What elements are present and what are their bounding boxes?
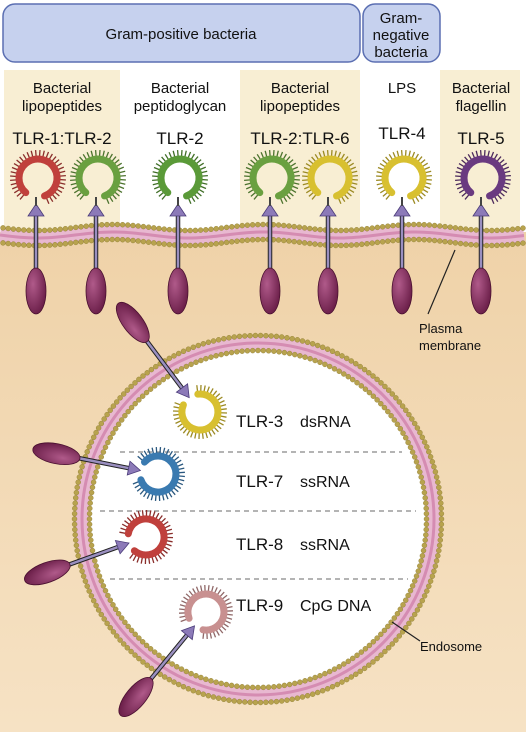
- receptor-tlr3: [115, 301, 228, 440]
- receptor-label-tlr1-tlr2: TLR-1:TLR-2: [12, 129, 111, 148]
- plasma-membrane-label-line2: membrane: [419, 338, 481, 353]
- endosome: [71, 332, 445, 706]
- gram-negative-label-line3: bacteria: [374, 44, 428, 61]
- endo-ligand-ssrna-1: ssRNA: [300, 474, 350, 491]
- receptor-tlr-5-1: [455, 150, 511, 315]
- receptor-tlr-1-tlr-2-1-ectodomain: [10, 150, 66, 205]
- receptor-tlr-2-tlr-6-2: [302, 150, 358, 315]
- receptor-tlr7: [32, 442, 185, 501]
- plasma-membrane-label-line1: Plasma: [419, 321, 463, 336]
- endo-receptor-tlr7: TLR-7: [236, 472, 283, 491]
- receptors: [10, 150, 511, 717]
- receptor-tlr-4-1-ectodomain: [376, 150, 432, 205]
- receptor-label-tlr2: TLR-2: [156, 129, 203, 148]
- receptor-tlr-5-1-ectodomain: [455, 150, 511, 205]
- ligand-label-1-line2: lipopeptides: [22, 98, 102, 115]
- column-bg-lipopeptides-1: [4, 70, 120, 230]
- gram-negative-label-line2: negative: [373, 27, 430, 44]
- plasma-membrane-pointer: [427, 249, 456, 315]
- endosome-pointer: [391, 621, 421, 642]
- plasma-membrane: [0, 221, 526, 249]
- ligand-label-2-line2: peptidoglycan: [134, 98, 227, 115]
- ligand-label-1-line1: Bacterial: [33, 80, 91, 97]
- receptor-tlr-1-tlr-2-1: [10, 150, 66, 315]
- endo-receptor-tlr3: TLR-3: [236, 412, 283, 431]
- receptor-tlr-1-tlr-2-2: [70, 150, 126, 315]
- ligand-label-4: LPS: [388, 80, 416, 97]
- ligand-label-5-line2: flagellin: [456, 98, 507, 115]
- receptor-tlr8: [24, 509, 174, 586]
- ligand-label-2-line1: Bacterial: [151, 80, 209, 97]
- gram-positive-label: Gram-positive bacteria: [106, 26, 258, 43]
- receptor-label-tlr4: TLR-4: [378, 124, 425, 143]
- ligand-label-3-line1: Bacterial: [271, 80, 329, 97]
- receptor-tlr-1-tlr-2-2-ectodomain: [70, 150, 126, 205]
- receptor-tlr-2-tlr-6-2-ectodomain: [302, 150, 358, 205]
- gram-negative-label-line1: Gram-: [380, 10, 423, 27]
- receptor-tlr-2-tlr-6-1-ectodomain: [244, 150, 300, 205]
- receptor-tlr-2-tlr-6-1: [244, 150, 300, 315]
- receptor-tlr-4-1: [376, 150, 432, 315]
- gram-negative-box: [362, 3, 441, 63]
- endo-receptor-tlr9: TLR-9: [236, 596, 283, 615]
- endo-receptor-tlr8: TLR-8: [236, 535, 283, 554]
- receptor-tlr-2-1-ectodomain: [152, 150, 208, 205]
- endosome-label: Endosome: [420, 639, 482, 654]
- receptor-label-tlr5: TLR-5: [457, 129, 504, 148]
- ligand-label-3-line2: lipopeptides: [260, 98, 340, 115]
- endo-ligand-ssrna-2: ssRNA: [300, 537, 350, 554]
- endo-ligand-cpg-dna: CpG DNA: [300, 598, 371, 615]
- receptor-label-tlr2-tlr6: TLR-2:TLR-6: [250, 129, 349, 148]
- receptor-tlr-2-1: [152, 150, 208, 315]
- ligand-label-5-line1: Bacterial: [452, 80, 510, 97]
- receptor-tlr9: [118, 584, 234, 717]
- endo-ligand-dsrna: dsRNA: [300, 414, 351, 431]
- gram-positive-box: [2, 3, 361, 63]
